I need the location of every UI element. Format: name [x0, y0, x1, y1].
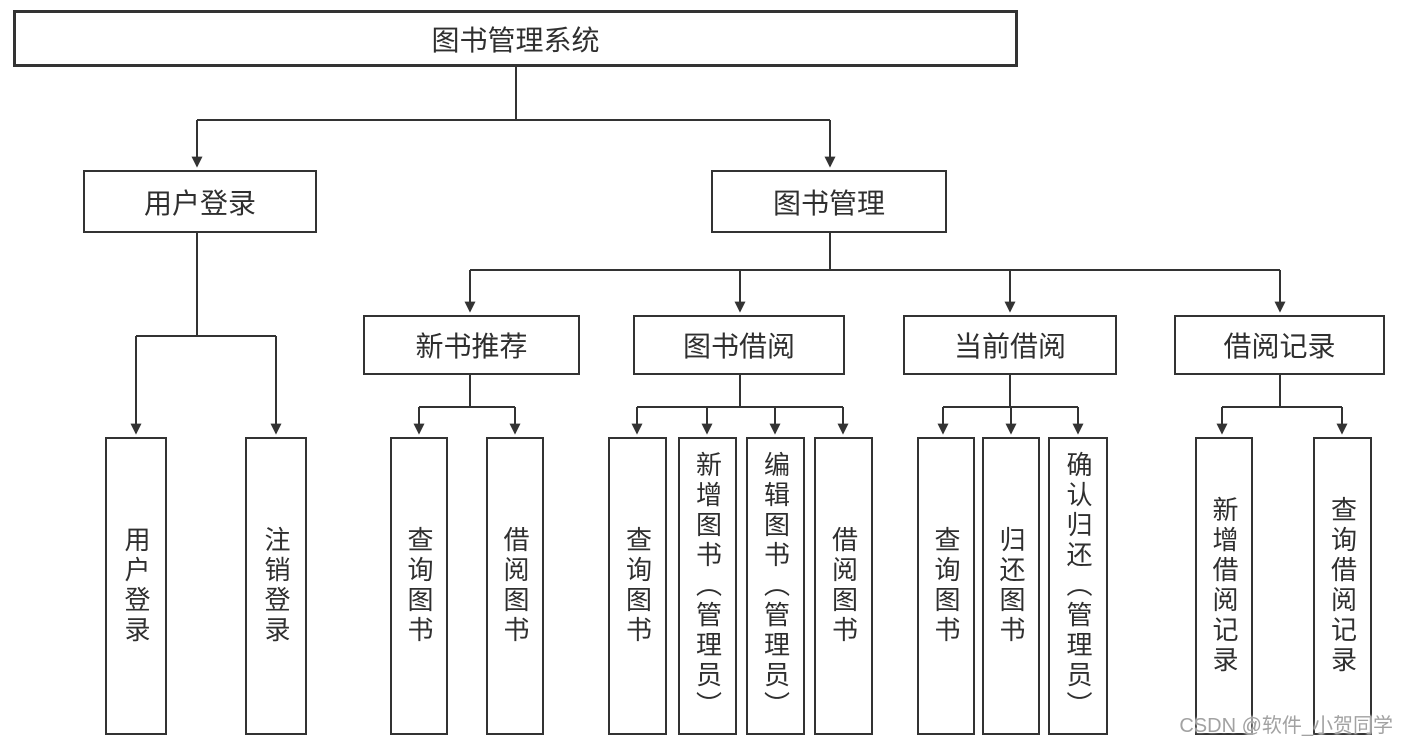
leaf-borrow-books-recommend-label: 借阅图书 [500, 526, 530, 646]
leaf-user-login: 用户登录 [105, 437, 167, 735]
leaf-query-books-current: 查询图书 [917, 437, 975, 735]
leaf-query-books-recommend: 查询图书 [390, 437, 448, 735]
leaf-borrow-books-label: 借阅图书 [828, 526, 859, 646]
leaf-query-borrow-record: 查询借阅记录 [1313, 437, 1372, 735]
node-user-login: 用户登录 [83, 170, 317, 233]
leaf-edit-book-admin-label: 编辑图书（管理员） [760, 451, 791, 721]
node-borrowing-records: 借阅记录 [1174, 315, 1385, 375]
leaf-return-books: 归还图书 [982, 437, 1040, 735]
node-current-borrowing: 当前借阅 [903, 315, 1117, 375]
leaf-query-books-recommend-label: 查询图书 [404, 526, 434, 646]
leaf-borrow-books: 借阅图书 [814, 437, 873, 735]
leaf-query-books-borrow: 查询图书 [608, 437, 667, 735]
csdn-watermark: CSDN @软件_小贺同学 [1179, 715, 1393, 737]
leaf-query-books-current-label: 查询图书 [931, 526, 961, 646]
leaf-query-books-borrow-label: 查询图书 [622, 526, 653, 646]
leaf-add-borrow-record: 新增借阅记录 [1195, 437, 1253, 735]
node-book-borrowing: 图书借阅 [633, 315, 845, 375]
leaf-borrow-books-recommend: 借阅图书 [486, 437, 544, 735]
leaf-confirm-return-admin-label: 确认归还（管理员） [1063, 451, 1093, 721]
leaf-logout-label: 注销登录 [261, 526, 291, 646]
node-book-management: 图书管理 [711, 170, 947, 233]
leaf-add-book-admin-label: 新增图书（管理员） [692, 451, 723, 721]
leaf-add-borrow-record-label: 新增借阅记录 [1209, 496, 1239, 676]
leaf-edit-book-admin: 编辑图书（管理员） [746, 437, 805, 735]
node-library-management-system: 图书管理系统 [13, 10, 1018, 67]
leaf-return-books-label: 归还图书 [996, 526, 1026, 646]
node-new-book-recommendation: 新书推荐 [363, 315, 580, 375]
leaf-confirm-return-admin: 确认归还（管理员） [1048, 437, 1108, 735]
leaf-user-login-label: 用户登录 [121, 526, 151, 646]
leaf-query-borrow-record-label: 查询借阅记录 [1327, 496, 1358, 676]
leaf-logout: 注销登录 [245, 437, 307, 735]
leaf-add-book-admin: 新增图书（管理员） [678, 437, 737, 735]
